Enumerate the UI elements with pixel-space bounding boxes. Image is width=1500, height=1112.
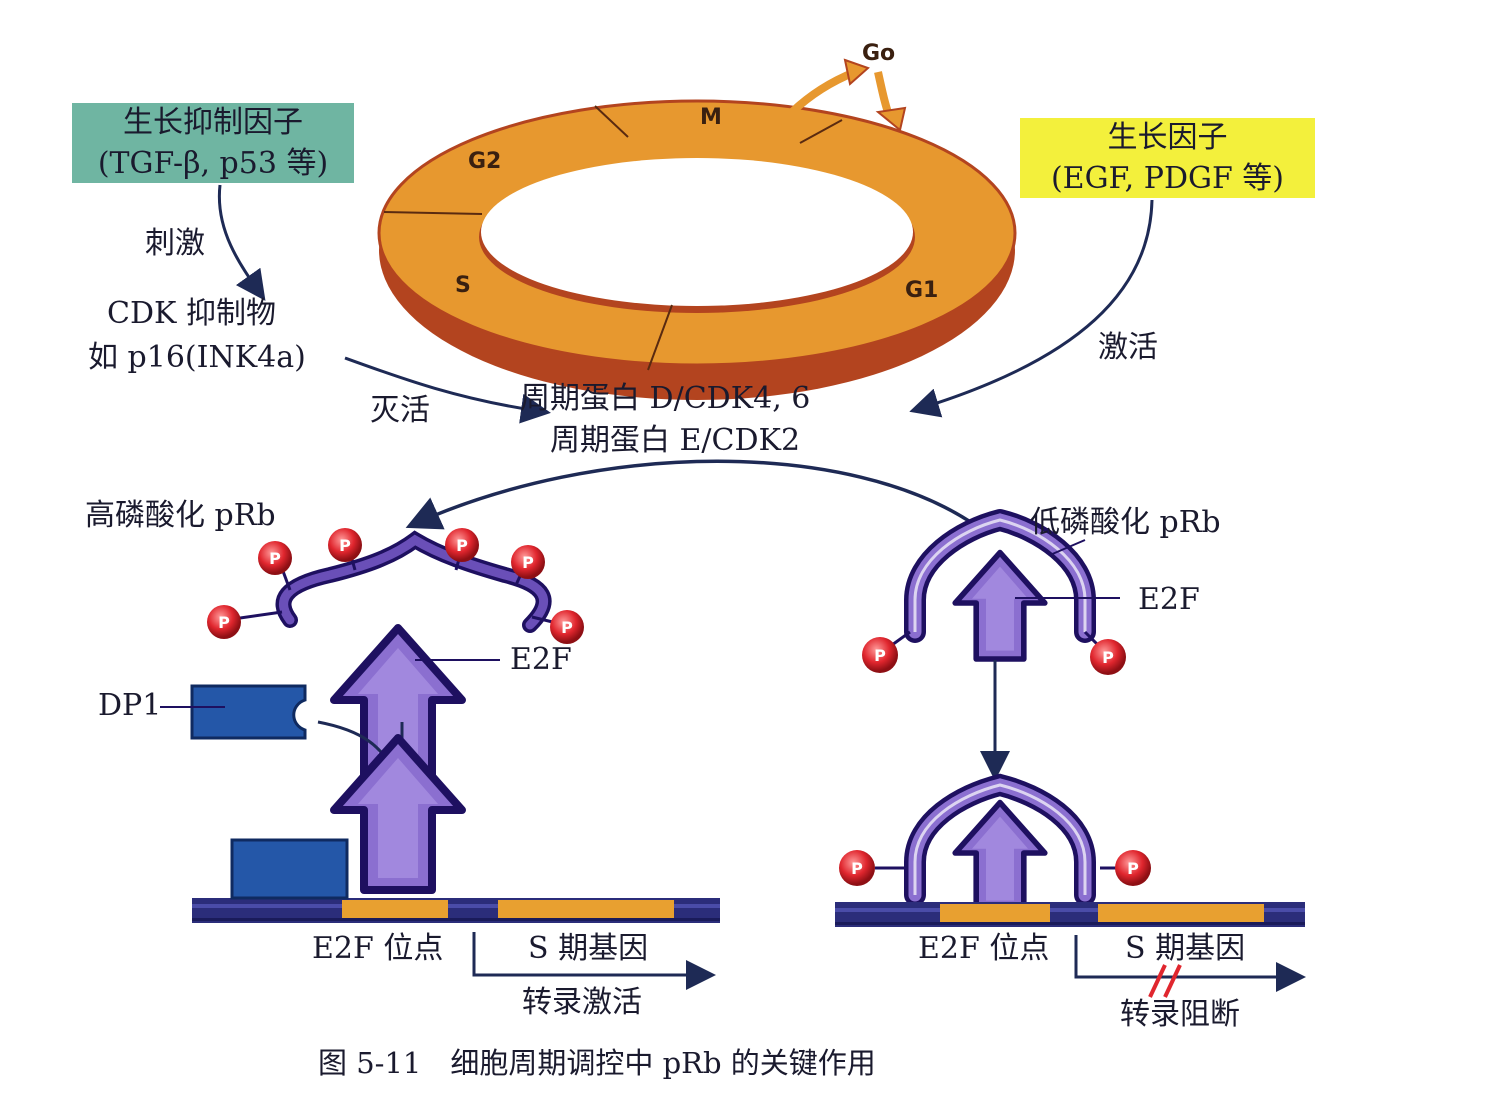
e2f-site-left-label: E2F 位点: [312, 931, 444, 966]
s-gene-left-label: S 期基因: [528, 931, 649, 966]
stimulate-label: 刺激: [145, 226, 205, 261]
dna-right: [835, 902, 1305, 927]
growth-factor-box: 生长因子 (EGF, PDGF 等): [1020, 118, 1315, 198]
e2f-right-label: E2F: [1138, 582, 1200, 617]
growth-inhibitor-title: 生长抑制因子: [123, 105, 303, 140]
hypo-prb-label: 低磷酸化 pRb: [1030, 505, 1221, 540]
go-arrows: [789, 58, 907, 132]
e2f-site-right-label: E2F 位点: [918, 931, 1050, 966]
figure-caption: 图 5-11 细胞周期调控中 pRb 的关键作用: [318, 1046, 876, 1080]
growth-inhibitor-box: 生长抑制因子 (TGF-β, p53 等): [72, 103, 354, 183]
phospho-label: P: [218, 613, 230, 632]
cyclin-e-label: 周期蛋白 E/CDK2: [550, 423, 801, 458]
phospho-label: P: [339, 536, 351, 555]
phosphate-groups-left: [207, 528, 584, 644]
dp1-label: DP1: [98, 688, 162, 723]
inactivate-label: 灭活: [370, 393, 430, 428]
e2f-protein-hypo-bound: [955, 803, 1045, 909]
phospho-label: P: [874, 646, 886, 665]
phase-g1-label: G1: [905, 278, 938, 303]
e2f-left-label: E2F: [510, 642, 572, 677]
phospho-label: P: [1127, 859, 1139, 878]
phospho-label: P: [851, 859, 863, 878]
phospho-label: P: [1102, 648, 1114, 667]
phase-go-label: Go: [862, 41, 895, 66]
dna-left: [192, 898, 720, 923]
s-gene-right-label: S 期基因: [1125, 931, 1246, 966]
growth-inhibitor-examples: (TGF-β, p53 等): [97, 145, 329, 181]
hypo-prb-pointer: [1049, 539, 1086, 556]
phospho-label: P: [269, 549, 281, 568]
hypo-prb-complex-bound: [875, 773, 1130, 906]
dp1-bound: [230, 838, 349, 900]
cyclin-d-label: 周期蛋白 D/CDK4, 6: [520, 381, 811, 416]
phospho-label: P: [456, 536, 468, 555]
phase-g2-label: G2: [468, 149, 501, 174]
phosphate-right-4: [1115, 850, 1151, 886]
hyper-prb-shape: [225, 530, 566, 633]
inactivate-arrow: [344, 356, 551, 424]
phase-s-label: S: [455, 273, 471, 298]
activate-label: 激活: [1098, 330, 1158, 365]
transcription-blocked-arrow: [1074, 935, 1306, 992]
cdk-inhibitor-example: 如 p16(INK4a): [88, 340, 306, 375]
phosphorylation-arrow: [405, 459, 976, 530]
stimulate-arrow: [217, 184, 266, 301]
phosphate-right-1: [862, 637, 898, 673]
cdk-inhibitor-label: CDK 抑制物: [107, 296, 276, 331]
phase-m-label: M: [700, 105, 722, 130]
block-mark: [1148, 964, 1182, 998]
e2f-bound-left: [334, 738, 462, 890]
transcription-active-arrow: [472, 932, 716, 990]
hypo-prb-complex-top: [884, 509, 1107, 654]
phospho-label: P: [522, 553, 534, 572]
phospho-label: P: [561, 618, 573, 637]
cell-cycle-ring: [377, 99, 1017, 400]
growth-factor-examples: (EGF, PDGF 等): [1050, 160, 1285, 196]
activate-arrow: [909, 199, 1154, 418]
dp1-protein: [160, 684, 307, 740]
growth-factor-title: 生长因子: [1107, 120, 1228, 155]
phosphate-right-2: [1090, 639, 1126, 675]
transcription-blocked-label: 转录阻断: [1120, 997, 1240, 1032]
phosphate-right-3: [839, 850, 875, 886]
e2f-protein-hypo-top: [955, 553, 1045, 659]
hyper-prb-label: 高磷酸化 pRb: [85, 498, 276, 533]
transcription-active-label: 转录激活: [522, 985, 642, 1020]
